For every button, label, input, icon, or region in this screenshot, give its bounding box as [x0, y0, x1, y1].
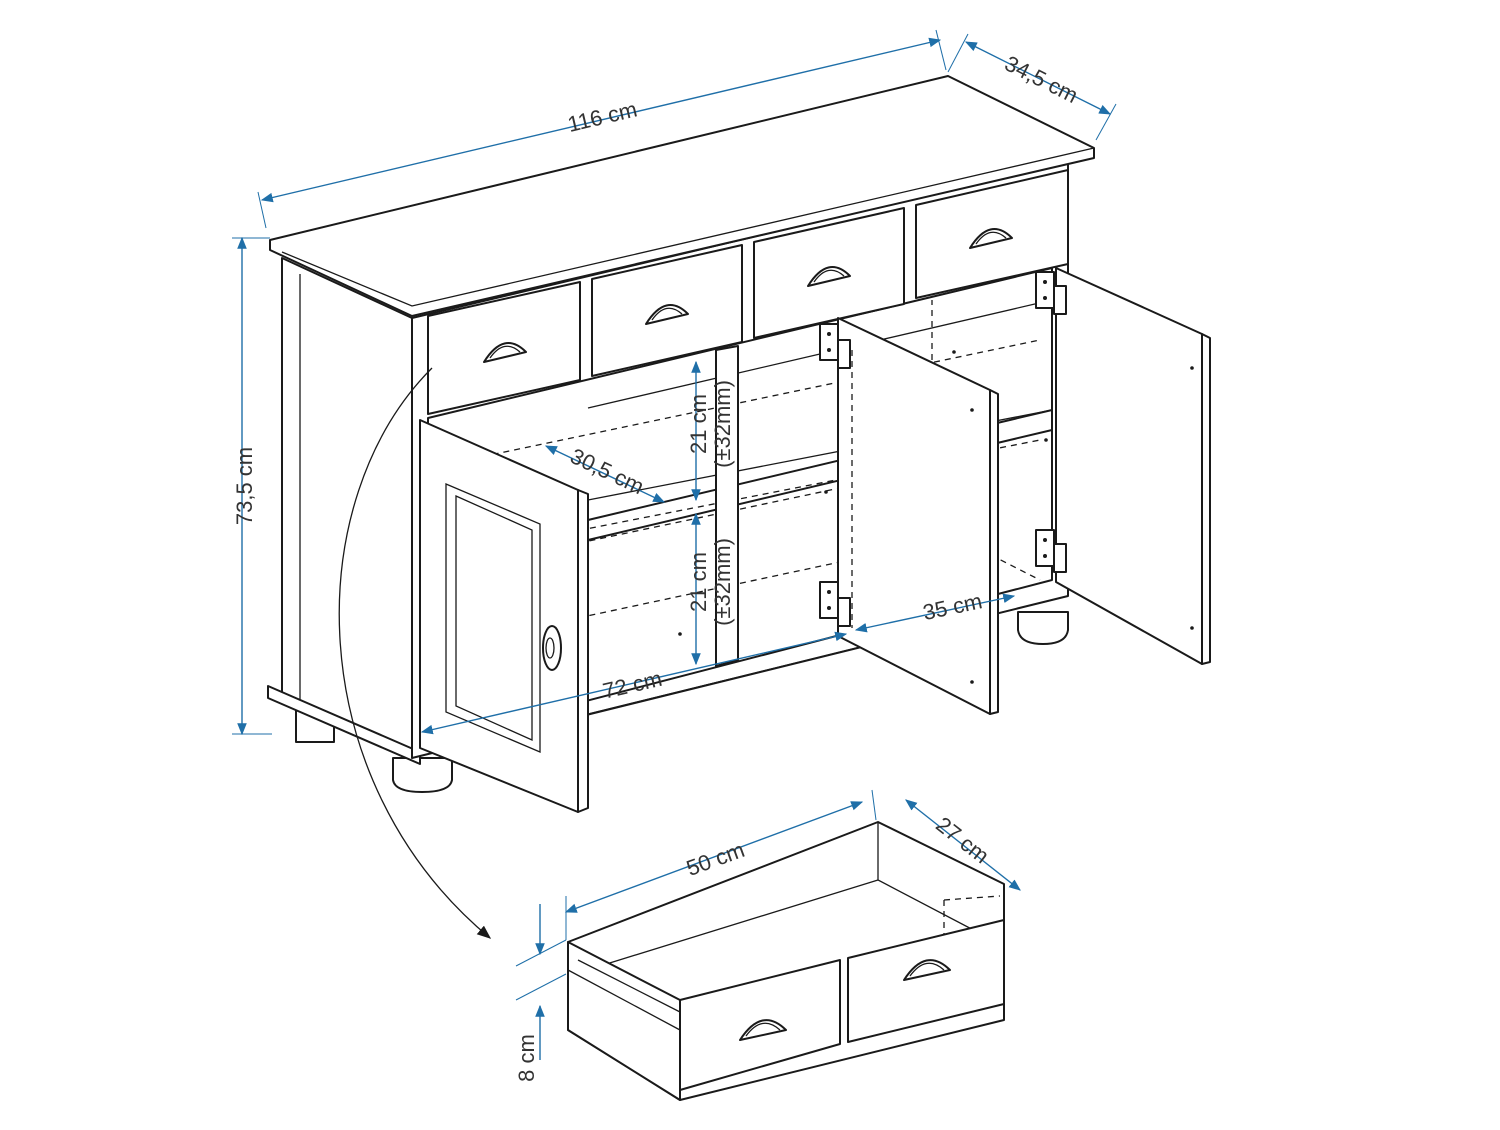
cabinet	[267, 75, 1211, 813]
hinge-icon	[1035, 271, 1067, 315]
detail-pointer-arrow	[338, 367, 492, 939]
drawer-3	[753, 207, 905, 339]
height-label: 73,5 cm	[232, 447, 257, 525]
hinge-icon	[1035, 529, 1067, 573]
hinge-icon	[819, 581, 851, 627]
front-left-foot	[392, 757, 453, 793]
shelf-upper-adjust-label: (±32mm)	[710, 380, 735, 468]
left-door	[419, 419, 579, 813]
right-door	[1055, 267, 1203, 665]
dimension-lines	[232, 29, 1117, 1060]
drawer-front-left	[679, 959, 841, 1091]
drawer-side	[567, 941, 681, 1101]
cup-handle-icon	[483, 342, 527, 363]
cup-handle-icon	[969, 228, 1013, 249]
drawer-2	[591, 244, 743, 377]
width-label: 116 cm	[565, 96, 639, 137]
left-side-panel	[281, 257, 413, 759]
drawer-height-label: 8 cm	[514, 1034, 539, 1082]
depth-label: 34,5 cm	[1001, 51, 1082, 108]
cup-handle-icon	[739, 1019, 787, 1041]
drawer-detail	[567, 821, 1005, 1101]
shelf-lower-label: 21 cm	[686, 552, 711, 612]
front-right-foot	[1017, 611, 1069, 645]
drawer-1	[427, 281, 581, 415]
drawer-width-label: 50 cm	[683, 837, 748, 881]
cup-handle-icon	[807, 266, 851, 287]
shelf-lower-adjust-label: (±32mm)	[710, 538, 735, 626]
shelf-upper-label: 21 cm	[686, 394, 711, 454]
cup-handle-icon	[903, 959, 951, 981]
hinge-icon	[819, 323, 851, 369]
cup-handle-icon	[645, 304, 689, 325]
plinth-moulding	[267, 685, 421, 765]
drawer-front-right	[847, 919, 1005, 1043]
drawer-4	[915, 169, 1069, 299]
